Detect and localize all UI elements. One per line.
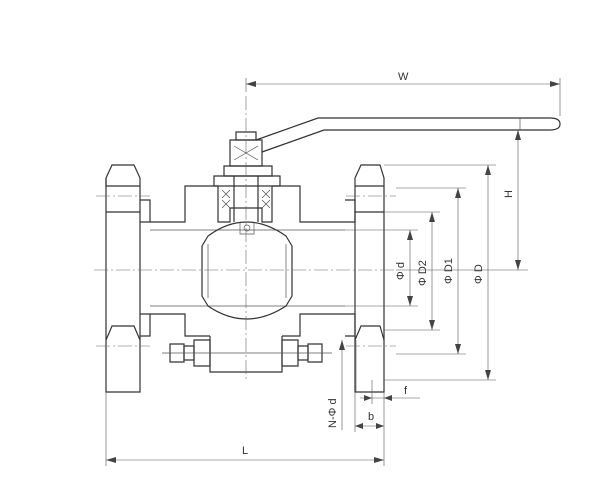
label-l: L bbox=[242, 445, 248, 457]
label-phi-d: Φ D bbox=[473, 264, 485, 284]
dimension-d-outer: Φ D bbox=[384, 164, 496, 381]
center-lines bbox=[94, 96, 396, 380]
dimension-n-phi-d: N-Φ d bbox=[327, 340, 357, 430]
valve-body bbox=[105, 164, 385, 393]
dimension-f: f bbox=[360, 380, 420, 404]
bottom-bolt-assembly bbox=[162, 336, 332, 373]
ball bbox=[201, 221, 293, 320]
dimension-d2: Φ D2 bbox=[384, 211, 440, 331]
label-phi-d2: Φ D2 bbox=[417, 260, 429, 286]
dimension-b: b bbox=[354, 392, 385, 432]
dimension-h: H bbox=[396, 130, 528, 271]
dimension-w: W bbox=[245, 71, 561, 116]
label-b: b bbox=[368, 411, 374, 423]
stem-assembly bbox=[213, 131, 281, 235]
label-h: H bbox=[503, 190, 515, 198]
label-w: W bbox=[398, 71, 409, 83]
handle-lever bbox=[255, 117, 561, 153]
dimension-l: L bbox=[105, 392, 385, 466]
label-f: f bbox=[404, 385, 408, 397]
dimension-d-bore: Φ d bbox=[345, 229, 418, 307]
label-n-phi-d: N-Φ d bbox=[327, 398, 339, 428]
label-phi-d-bore: Φ d bbox=[395, 262, 407, 280]
dimension-d1: Φ D1 bbox=[396, 187, 466, 355]
label-phi-d1: Φ D1 bbox=[443, 258, 455, 284]
